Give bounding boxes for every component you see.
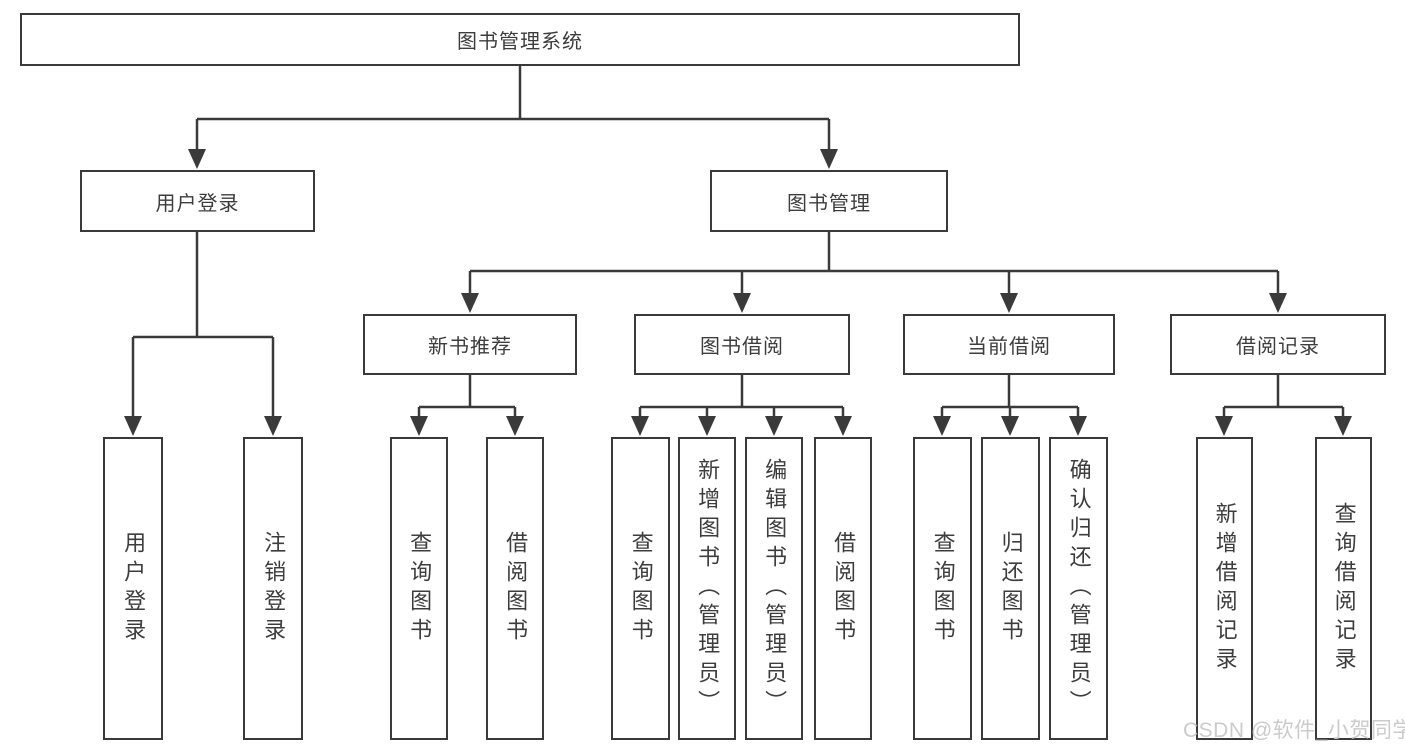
- leaf-br-add-record-label: 新增借阅记录: [1212, 501, 1238, 676]
- node-book-borrowing: 图书借阅: [634, 314, 850, 375]
- leaf-bb-borrow-books-label: 借阅图书: [831, 530, 857, 647]
- leaf-bb-add-books-admin: 新增图书（管理员）: [678, 437, 736, 740]
- leaf-cb-confirm-return-admin-label: 确认归还（管理员）: [1066, 458, 1092, 719]
- leaf-cb-return-books-label: 归还图书: [998, 530, 1024, 647]
- leaf-nbr-query-books: 查询图书: [390, 437, 448, 740]
- node-new-book-recommendation-label: 新书推荐: [428, 336, 512, 358]
- node-book-management-label: 图书管理: [787, 192, 871, 215]
- node-new-book-recommendation: 新书推荐: [363, 314, 577, 375]
- node-user-login-label: 用户登录: [155, 192, 240, 215]
- leaf-bb-edit-books-admin: 编辑图书（管理员）: [745, 437, 803, 740]
- leaf-bb-add-books-admin-label: 新增图书（管理员）: [695, 458, 721, 719]
- leaf-bb-query-books: 查询图书: [611, 437, 670, 740]
- leaf-nbr-borrow-books-label: 借阅图书: [503, 530, 529, 647]
- node-library-system: 图书管理系统: [20, 13, 1020, 66]
- leaf-bb-query-books-label: 查询图书: [628, 530, 654, 647]
- leaf-br-query-record-label: 查询借阅记录: [1331, 501, 1357, 676]
- leaf-logout-label: 注销登录: [261, 530, 287, 647]
- node-user-login: 用户登录: [80, 170, 315, 232]
- leaf-user-login: 用户登录: [103, 437, 163, 740]
- watermark: CSDN @软件_小贺同学: [1183, 719, 1405, 742]
- arrowheads: [124, 149, 1352, 436]
- leaf-user-login-label: 用户登录: [121, 530, 147, 647]
- node-book-management: 图书管理: [710, 170, 948, 232]
- node-book-borrowing-label: 图书借阅: [700, 336, 784, 358]
- leaf-nbr-borrow-books: 借阅图书: [486, 437, 544, 740]
- leaf-br-query-record: 查询借阅记录: [1315, 437, 1372, 740]
- node-current-borrowing: 当前借阅: [903, 314, 1115, 375]
- node-current-borrowing-label: 当前借阅: [967, 336, 1051, 358]
- leaf-bb-edit-books-admin-label: 编辑图书（管理员）: [762, 458, 788, 719]
- leaf-br-add-record: 新增借阅记录: [1196, 437, 1253, 740]
- node-borrowing-records-label: 借阅记录: [1236, 336, 1320, 358]
- leaf-cb-return-books: 归还图书: [981, 437, 1040, 740]
- leaf-bb-borrow-books: 借阅图书: [814, 437, 872, 740]
- node-library-system-label: 图书管理系统: [457, 31, 583, 53]
- leaf-logout: 注销登录: [243, 437, 303, 740]
- leaf-cb-query-books: 查询图书: [913, 437, 972, 740]
- leaf-cb-confirm-return-admin: 确认归还（管理员）: [1049, 437, 1108, 740]
- leaf-nbr-query-books-label: 查询图书: [407, 530, 433, 647]
- leaf-cb-query-books-label: 查询图书: [930, 530, 956, 647]
- node-borrowing-records: 借阅记录: [1170, 314, 1386, 375]
